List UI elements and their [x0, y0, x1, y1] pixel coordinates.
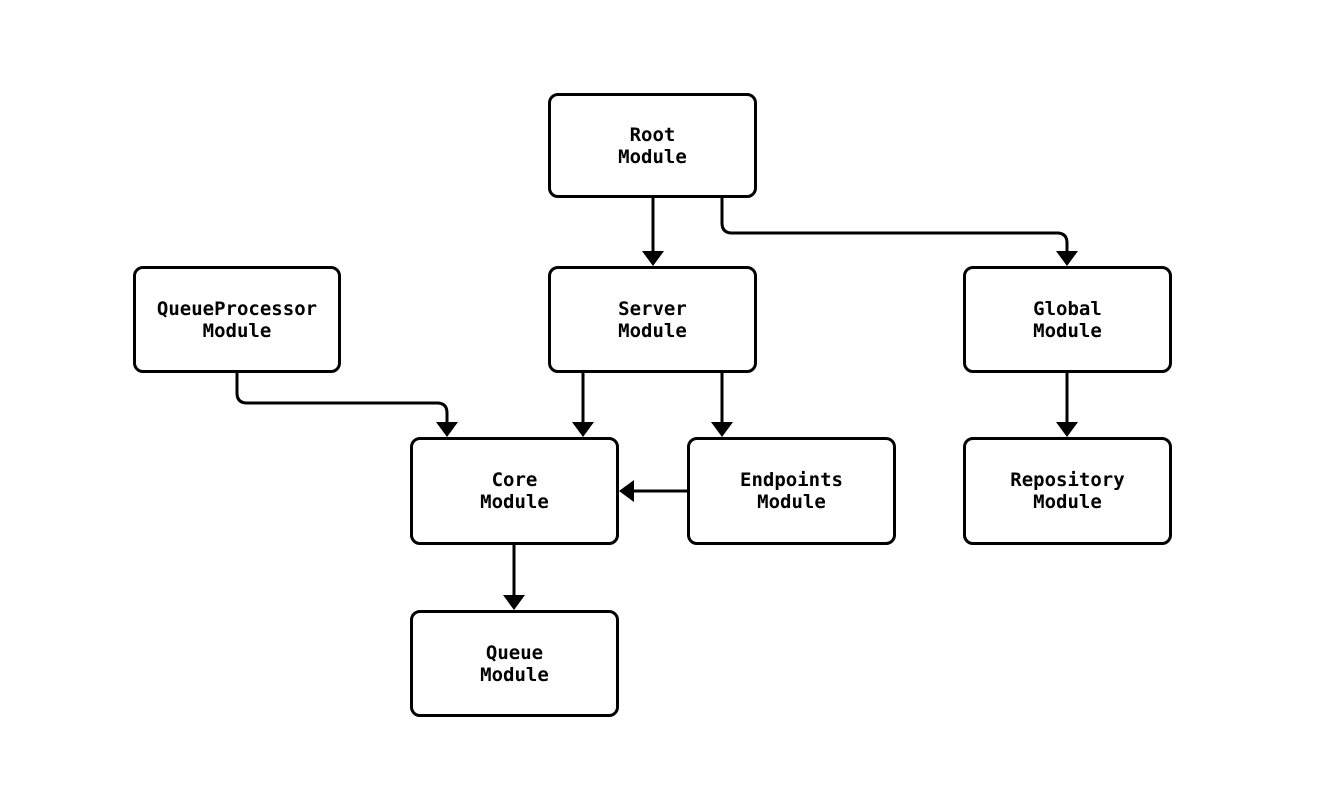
node-endpoints-module-label: Endpoints Module: [740, 469, 843, 513]
edge-endpoints-to-core: [619, 480, 687, 502]
edge-server-to-endpoints: [711, 373, 733, 437]
edge-global-to-repository: [1056, 373, 1078, 437]
node-queue-module: Queue Module: [410, 610, 619, 717]
node-server-module: Server Module: [548, 266, 757, 373]
node-server-module-label: Server Module: [618, 297, 687, 342]
edge-root-to-server: [642, 198, 664, 266]
edge-root-to-global: [720, 198, 1078, 266]
node-root-module-label: Root Module: [618, 123, 687, 168]
edge-core-to-queue: [503, 545, 525, 610]
edge-queueprocessor-to-core: [235, 373, 458, 437]
node-global-module: Global Module: [963, 266, 1172, 373]
node-repository-module-label: Repository Module: [1010, 469, 1125, 513]
node-global-module-label: Global Module: [1033, 297, 1102, 342]
node-queueprocessor-module-label: QueueProcessor Module: [156, 297, 318, 342]
node-repository-module: Repository Module: [963, 437, 1172, 545]
node-queue-module-label: Queue Module: [480, 641, 549, 686]
node-core-module: Core Module: [410, 437, 619, 545]
node-endpoints-module: Endpoints Module: [687, 437, 896, 545]
node-core-module-label: Core Module: [480, 469, 549, 513]
node-queueprocessor-module: QueueProcessor Module: [133, 266, 341, 373]
edge-server-to-core: [572, 373, 594, 437]
node-root-module: Root Module: [548, 93, 757, 198]
